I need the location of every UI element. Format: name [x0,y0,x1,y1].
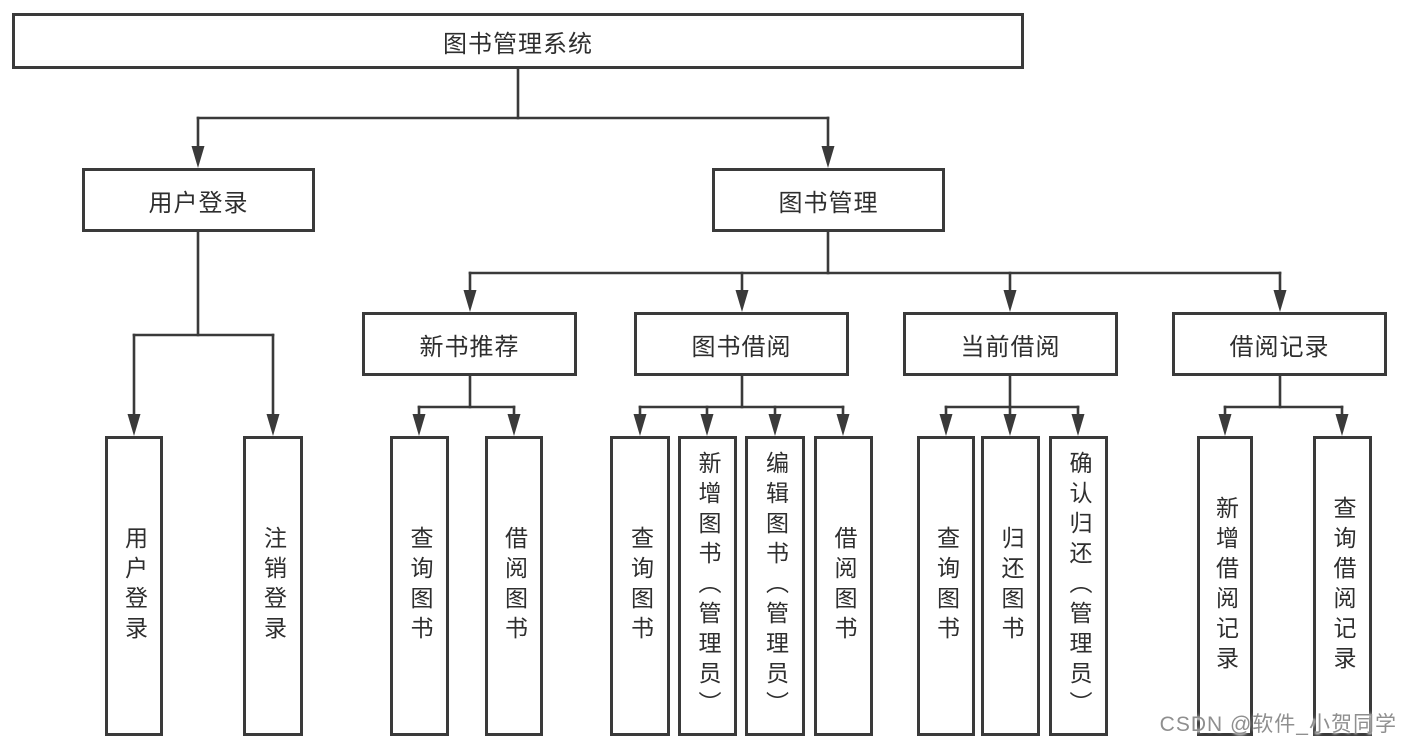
node-leaf-query-borrow-record: 查询借阅记录 [1313,436,1372,736]
node-label: 图书借阅 [691,333,792,361]
node-label: 用户登录 [148,189,249,217]
node-leaf-add-borrow-record: 新增借阅记录 [1197,436,1253,736]
node-leaf-query-books-borrowing: 查询图书 [610,436,670,736]
node-library-management-system: 图书管理系统 [12,13,1024,69]
node-user-login: 用户登录 [82,168,315,232]
node-leaf-user-login: 用户登录 [105,436,163,736]
node-leaf-logout: 注销登录 [243,436,303,736]
node-label: 注销登录 [260,526,287,646]
node-label: 查询借阅记录 [1330,496,1356,676]
node-leaf-return-books: 归还图书 [981,436,1040,736]
node-book-management: 图书管理 [712,168,945,232]
node-leaf-add-books-admin: 新增图书（管理员） [678,436,737,736]
node-label: 编辑图书（管理员） [762,451,789,721]
node-label: 图书管理系统 [443,30,593,58]
node-label: 新增借阅记录 [1212,496,1239,676]
node-label: 借阅图书 [831,526,857,646]
node-current-borrowing: 当前借阅 [903,312,1118,376]
node-leaf-confirm-return-admin: 确认归还（管理员） [1049,436,1108,736]
node-label: 新书推荐 [419,333,520,361]
node-leaf-borrow-books: 借阅图书 [814,436,873,736]
csdn-watermark: CSDN @软件_小贺同学 [1159,713,1397,736]
node-label: 借阅记录 [1229,333,1330,361]
node-label: 查询图书 [407,526,433,646]
node-label: 新增图书（管理员） [695,451,721,721]
node-leaf-query-books-current: 查询图书 [917,436,975,736]
node-leaf-borrow-books-recommend: 借阅图书 [485,436,543,736]
node-label: 用户登录 [121,526,148,646]
node-label: 查询图书 [933,526,960,646]
node-label: 借阅图书 [501,526,528,646]
node-label: 图书管理 [778,189,879,217]
node-label: 查询图书 [627,526,654,646]
node-leaf-query-books-recommend: 查询图书 [390,436,449,736]
node-leaf-edit-books-admin: 编辑图书（管理员） [745,436,805,736]
node-label: 当前借阅 [960,333,1061,361]
node-label: 确认归还（管理员） [1066,451,1092,721]
node-book-borrowing: 图书借阅 [634,312,849,376]
node-borrowing-records: 借阅记录 [1172,312,1387,376]
node-new-book-recommendation: 新书推荐 [362,312,577,376]
node-label: 归还图书 [998,526,1024,646]
